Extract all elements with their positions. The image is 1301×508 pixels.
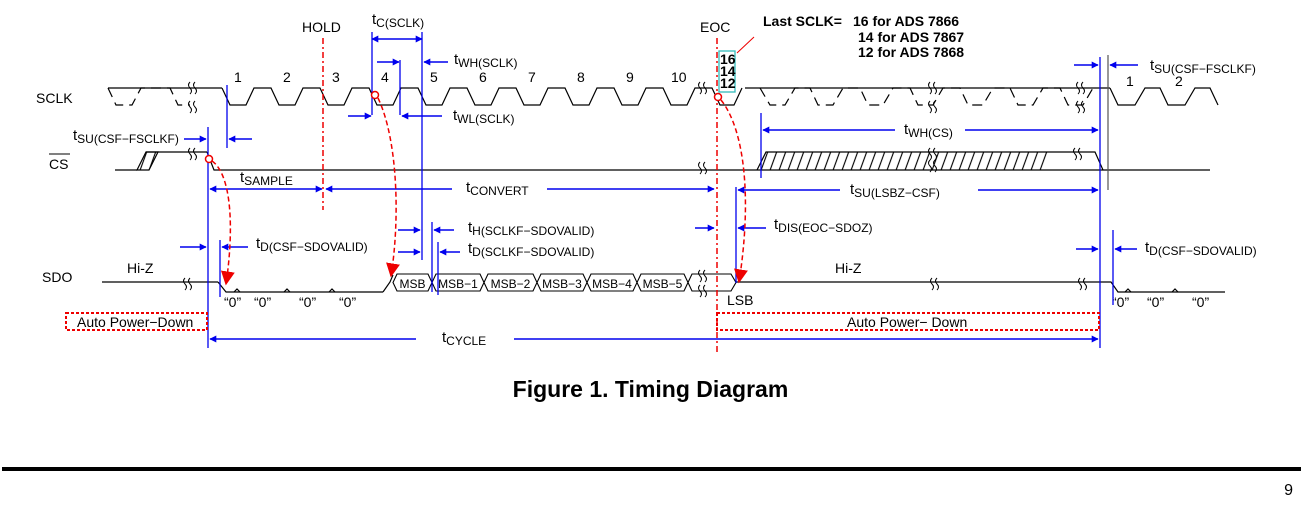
last-sclk-box: 16 14 12 bbox=[718, 36, 755, 93]
sdo-bit-label: MSB−1 bbox=[438, 277, 478, 291]
sdo-bit-label: MSB−4 bbox=[592, 277, 632, 291]
eoc-marker: EOC bbox=[700, 19, 730, 355]
clock-number: 9 bbox=[626, 69, 634, 85]
sdo-lsb-label: LSB bbox=[727, 292, 753, 308]
auto-power-down-right: Auto Power− Down bbox=[716, 312, 1100, 331]
last-sclk-line-2: 14 for ADS 7867 bbox=[858, 29, 964, 45]
sdo-signal-label: SDO bbox=[42, 269, 72, 285]
sclk-waveform bbox=[107, 87, 1219, 106]
sdo-zero-labels: “0” “0” “0” “0” bbox=[224, 294, 356, 310]
sdo-bit-label: MSB bbox=[399, 277, 425, 291]
sdo-zero-labels-next: “0” “0” “0” bbox=[1112, 294, 1209, 310]
sdo-hiz-label: Hi-Z bbox=[127, 260, 154, 276]
sdo-bit-label: MSB−3 bbox=[542, 277, 582, 291]
sdo-lsb-cell bbox=[687, 273, 737, 292]
last-sclk-line-1: 16 for ADS 7866 bbox=[853, 13, 959, 29]
last-sclk-line-3: 12 for ADS 7868 bbox=[858, 44, 964, 60]
cs-signal-label: CS bbox=[49, 156, 68, 172]
tcycle-label: tCYCLE bbox=[442, 329, 486, 348]
last-sclk-14: 14 bbox=[720, 63, 736, 79]
next-clock-number: 1 bbox=[1126, 73, 1134, 89]
page-number: 9 bbox=[1284, 482, 1293, 499]
zero-label: “0” bbox=[224, 294, 241, 310]
zero-label: “0” bbox=[1192, 294, 1209, 310]
last-sclk-16: 16 bbox=[720, 51, 736, 67]
clock-number: 3 bbox=[332, 69, 340, 85]
sdo-bit-label: MSB−2 bbox=[491, 277, 531, 291]
page-footer-rule bbox=[2, 467, 1301, 471]
zero-label: “0” bbox=[299, 294, 316, 310]
td-csf-sdovalid-label: tD(CSF−SDOVALID) bbox=[256, 235, 368, 254]
sclk-signal-label: SCLK bbox=[36, 90, 73, 106]
clock-number: 5 bbox=[430, 69, 438, 85]
sdo-hiz-label-2: Hi-Z bbox=[835, 260, 862, 276]
causal-arrows bbox=[204, 90, 748, 286]
clock-number: 7 bbox=[528, 69, 536, 85]
tsample-label: tSAMPLE bbox=[240, 169, 293, 188]
sdo-bit-cells: MSB MSB−1 MSB−2 MSB−3 MSB−4 MSB−5 bbox=[392, 273, 737, 292]
twh-cs-label: tWH(CS) bbox=[904, 121, 953, 140]
svg-text:Auto Power−Down: Auto Power−Down bbox=[77, 314, 193, 330]
zero-label: “0” bbox=[1112, 294, 1129, 310]
twh-sclk-label: tWH(SCLK) bbox=[454, 51, 518, 70]
sdo-waveform bbox=[102, 274, 1225, 293]
last-sclk-title: Last SCLK= bbox=[763, 13, 842, 29]
td-sclkf-sdovalid-label: tD(SCLKF−SDOVALID) bbox=[468, 240, 594, 259]
tsu-csf-fsclkf-label: tSU(CSF−FSCLKF) bbox=[73, 127, 179, 146]
hold-marker: HOLD bbox=[302, 19, 341, 210]
clock-number: 6 bbox=[479, 69, 487, 85]
tsu-lsbz-csf-label: tSU(LSBZ−CSF) bbox=[850, 181, 940, 200]
timing-arrows bbox=[180, 35, 1138, 343]
zero-label: “0” bbox=[1147, 294, 1164, 310]
svg-text:Auto Power− Down: Auto Power− Down bbox=[847, 314, 967, 330]
th-sclkf-sdovalid-label: tH(SCLKF−SDOVALID) bbox=[468, 219, 594, 238]
zero-label: “0” bbox=[339, 294, 356, 310]
clock-number: 2 bbox=[283, 69, 291, 85]
clock-number: 8 bbox=[577, 69, 585, 85]
auto-power-down-left: Auto Power−Down bbox=[65, 312, 208, 331]
clock-number: 10 bbox=[671, 69, 687, 85]
clock-number: 1 bbox=[234, 69, 242, 85]
tsu-csf-fsclkf-label-2: tSU(CSF−FSCLKF) bbox=[1150, 57, 1256, 76]
eoc-label: EOC bbox=[700, 19, 730, 35]
last-sclk-12: 12 bbox=[720, 75, 736, 91]
tdis-eoc-sdoz-label: tDIS(EOC−SDOZ) bbox=[774, 216, 873, 235]
clock-number: 4 bbox=[381, 69, 389, 85]
figure-caption: Figure 1. Timing Diagram bbox=[512, 376, 789, 402]
sdo-bit-label: MSB−5 bbox=[643, 277, 683, 291]
zero-label: “0” bbox=[254, 294, 271, 310]
hold-label: HOLD bbox=[302, 19, 341, 35]
td-csf-sdovalid-label-2: tD(CSF−SDOVALID) bbox=[1145, 239, 1257, 258]
cs-waveform bbox=[115, 151, 1210, 171]
last-sclk-note: Last SCLK= 16 for ADS 7866 14 for ADS 78… bbox=[763, 13, 964, 60]
twl-sclk-label: tWL(SCLK) bbox=[453, 107, 515, 126]
tconvert-label: tCONVERT bbox=[466, 179, 529, 198]
timing-reference-lines bbox=[207, 32, 1114, 348]
tc-sclk-label: tC(SCLK) bbox=[372, 11, 424, 30]
next-clock-number: 2 bbox=[1175, 73, 1183, 89]
